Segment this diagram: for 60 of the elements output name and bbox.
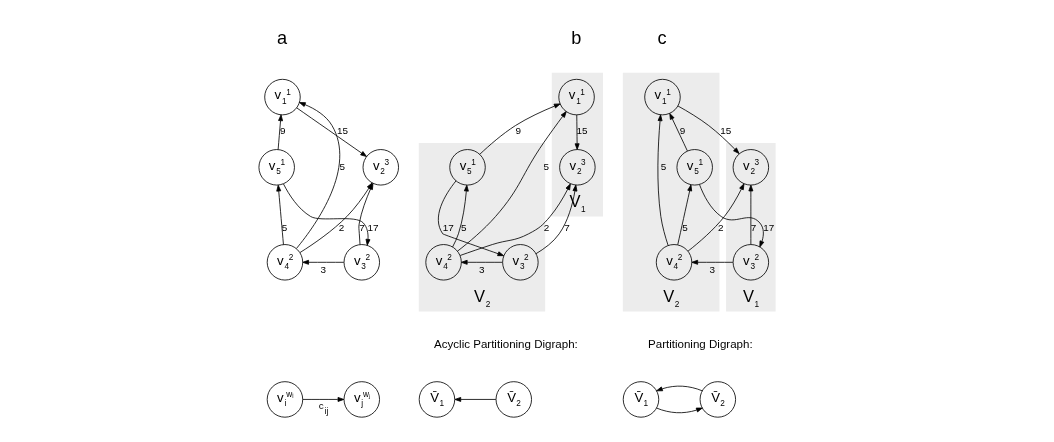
arrow [691,259,734,265]
edge-label: 3 [479,263,485,275]
edge-label: 3 [709,263,716,275]
label: a [277,28,288,49]
arrow [677,105,740,154]
arrow [457,111,567,252]
edge-label: 2 [543,222,550,233]
arrow [669,113,688,152]
arrow [460,259,503,265]
edge-label: 15 [337,124,349,136]
edge-label: 7 [750,222,757,233]
edge-label: 5 [281,222,288,233]
edge-label: 7 [564,222,570,233]
arrow [677,184,693,246]
edge-label: c$_{ij}$ [318,400,329,416]
edge-label: 5 [339,160,345,172]
arrow [687,183,745,252]
edge-label: 5 [682,222,688,233]
edge-label: 5 [460,222,467,233]
arrow [574,114,580,150]
edge-label: 17 [367,222,379,233]
arrow [296,107,367,157]
arrow [283,183,371,246]
arrow [277,114,283,150]
node-circle: V̄$_{1}$ [622,381,660,418]
arrow [454,397,497,402]
arrow [459,183,571,256]
arrow [276,184,284,245]
label: b [571,28,582,49]
arrow [437,180,505,257]
edge-label: 9 [679,124,686,136]
arrow [302,397,345,402]
edge-label: 17 [442,222,454,233]
edge-label: 2 [717,222,724,233]
arrow [699,184,765,248]
arrow [452,184,469,248]
edge-label: 15 [576,124,588,136]
arrow [479,103,561,155]
arrow [656,407,703,414]
edge-label: 7 [359,222,365,233]
edge-label: 5 [543,160,550,172]
arrow [657,114,669,246]
node-circle: V̄$_{2}$ [495,381,532,418]
edge-label: 15 [720,124,732,136]
label: Acyclic Partitioning Digraph: [434,337,578,350]
arrow [535,184,578,255]
node-circle: V̄$_{2}$ [699,381,736,418]
label: Partitioning Digraph: [648,337,753,350]
arrow [748,184,754,245]
arrow [302,259,345,265]
label: c [657,28,667,49]
arrow [296,102,341,249]
node-circle: V̄$_{1}$ [418,381,456,418]
edge-label: 2 [338,222,345,233]
edge-label: 9 [280,124,286,136]
edge-label: 5 [660,160,667,172]
edge-label: 9 [515,124,521,136]
edge-label: 3 [320,263,326,275]
edge-label: 17 [763,222,775,233]
arrow [656,385,703,392]
